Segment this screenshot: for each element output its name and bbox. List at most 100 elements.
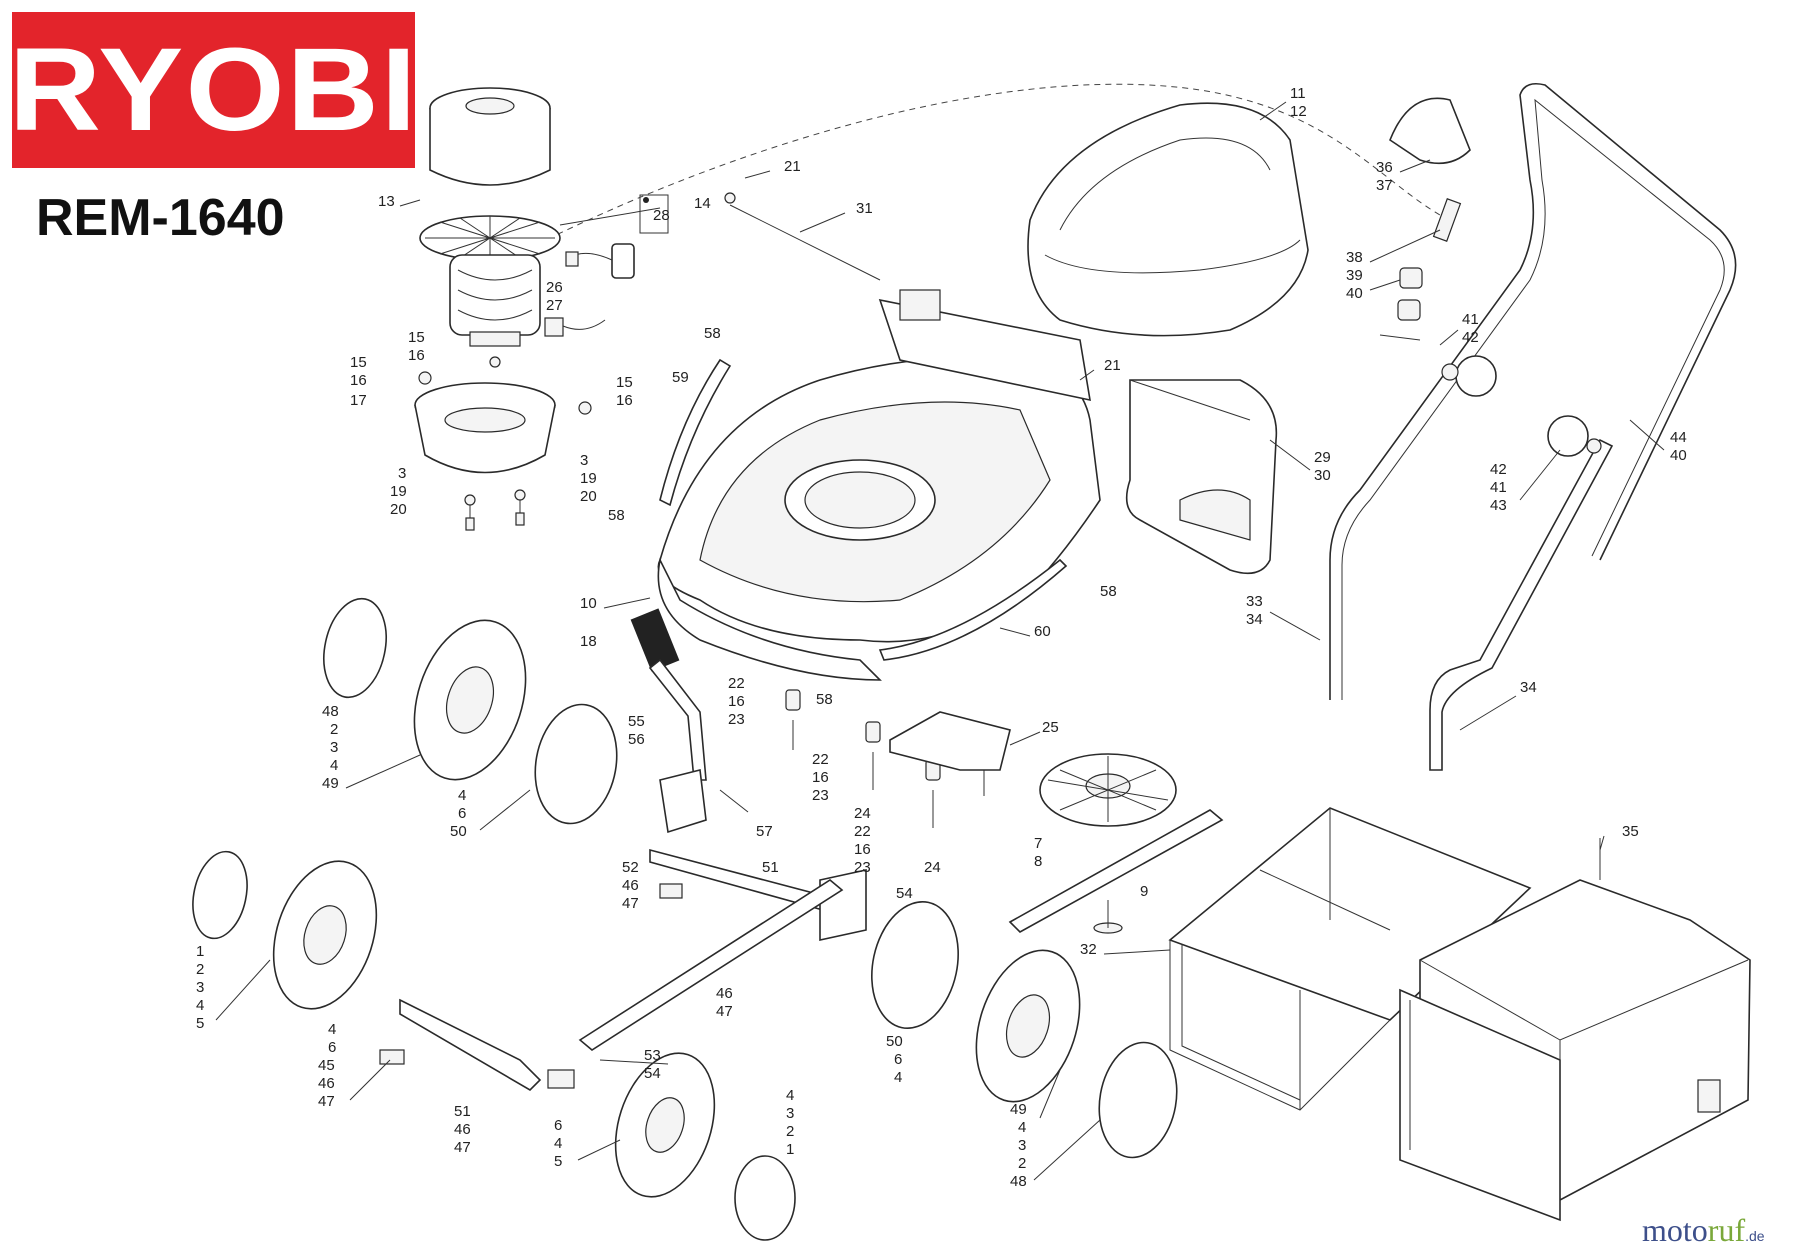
part-label: 23: [854, 859, 871, 876]
part-label: 26: [546, 279, 563, 296]
part-label: 58: [816, 691, 833, 708]
part-label: 43: [1490, 497, 1507, 514]
part-label: 40: [1670, 447, 1687, 464]
upper-handle: [1329, 82, 1737, 700]
lower-handle: [1429, 438, 1614, 771]
part-label: 39: [1346, 267, 1363, 284]
part-label: 6: [554, 1117, 562, 1134]
part-label: 54: [896, 885, 913, 902]
part-label: 44: [1670, 429, 1687, 446]
part-label: 23: [728, 711, 745, 728]
side-guard-60: [878, 558, 1068, 661]
part-label: 3: [398, 465, 406, 482]
part-label: 16: [812, 769, 829, 786]
part-label: 28: [653, 207, 670, 224]
part-label: 59: [672, 369, 689, 386]
part-label: 4: [894, 1069, 902, 1086]
part-label: 58: [704, 325, 721, 342]
part-label: 21: [784, 158, 801, 175]
part-label: 12: [1290, 103, 1307, 120]
handle-knobs: [1441, 355, 1602, 457]
wheel-front-right: [871, 900, 1178, 1159]
part-label: 4: [328, 1021, 336, 1038]
part-label: 20: [580, 488, 597, 505]
pin-21: [724, 192, 736, 204]
electric-motor: [449, 254, 541, 347]
part-label: 50: [886, 1033, 903, 1050]
part-label: 46: [716, 985, 733, 1002]
part-label: 6: [328, 1039, 336, 1056]
model-title: REM-1640: [36, 189, 285, 247]
part-label: 57: [756, 823, 773, 840]
part-label: 15: [616, 374, 633, 391]
part-label: 47: [454, 1139, 471, 1156]
part-label: 22: [812, 751, 829, 768]
part-label: 18: [580, 633, 597, 650]
side-guard-59: [659, 358, 732, 507]
part-label: 8: [1034, 853, 1042, 870]
rear-axle: [379, 879, 844, 1092]
wheel-front-left: [413, 619, 527, 781]
watermark-main: moto: [1642, 1212, 1708, 1248]
part-label: 3: [196, 979, 204, 996]
part-label: 23: [812, 787, 829, 804]
part-label: 55: [628, 713, 645, 730]
kit-bullet: [643, 197, 649, 203]
part-label: 54: [644, 1065, 661, 1082]
part-label: 7: [1034, 835, 1042, 852]
part-label: 27: [546, 297, 563, 314]
part-label: 42: [1462, 329, 1479, 346]
part-label: 4: [330, 757, 338, 774]
blade-bolt: [1093, 900, 1123, 934]
assembly-arc: [449, 83, 1441, 291]
part-label: 4: [196, 997, 204, 1014]
leader-lines: [215, 101, 1665, 1181]
mower-deck: [657, 289, 1101, 681]
part-label: 4: [554, 1135, 562, 1152]
part-label: 42: [1490, 461, 1507, 478]
rear-flap: [1125, 379, 1278, 575]
part-label: 32: [1080, 941, 1097, 958]
part-label: 4: [786, 1087, 794, 1104]
part-label: 16: [408, 347, 425, 364]
part-label: 17: [350, 392, 367, 409]
part-label: 46: [622, 877, 639, 894]
height-lever: [630, 608, 749, 834]
watermark-accent: ruf: [1707, 1212, 1746, 1248]
item-28-frame: [639, 194, 669, 234]
part-label: 50: [450, 823, 467, 840]
part-label: 5: [196, 1015, 204, 1032]
housing-screws: [464, 489, 526, 531]
part-label: 47: [716, 1003, 733, 1020]
part-label: 49: [1010, 1101, 1027, 1118]
part-label: 45: [318, 1057, 335, 1074]
grassbox-bag: [1399, 879, 1751, 1222]
part-label: 19: [390, 483, 407, 500]
part-label: 48: [1010, 1173, 1027, 1190]
part-label: 10: [580, 595, 597, 612]
part-label: 34: [1246, 611, 1263, 628]
part-label: 36: [1376, 159, 1393, 176]
motor-cover: [429, 87, 551, 186]
part-label: 15: [408, 329, 425, 346]
part-label: 4: [458, 787, 466, 804]
part-label: 58: [608, 507, 625, 524]
spacer-bolts: [785, 689, 985, 828]
wheel-rear-left: [192, 850, 378, 1010]
part-label: 4: [1018, 1119, 1026, 1136]
part-label: 6: [894, 1051, 902, 1068]
part-label: 22: [854, 823, 871, 840]
part-label: 34: [1520, 679, 1537, 696]
part-label: 31: [856, 200, 873, 217]
part-label: 2: [196, 961, 204, 978]
part-label: 16: [616, 392, 633, 409]
part-label: 29: [1314, 449, 1331, 466]
wheel-rear-right: [614, 1052, 796, 1241]
motor-housing: [414, 356, 592, 474]
hubcap-front-left: [323, 597, 618, 825]
part-label: 3: [786, 1105, 794, 1122]
part-label: 1: [196, 943, 204, 960]
